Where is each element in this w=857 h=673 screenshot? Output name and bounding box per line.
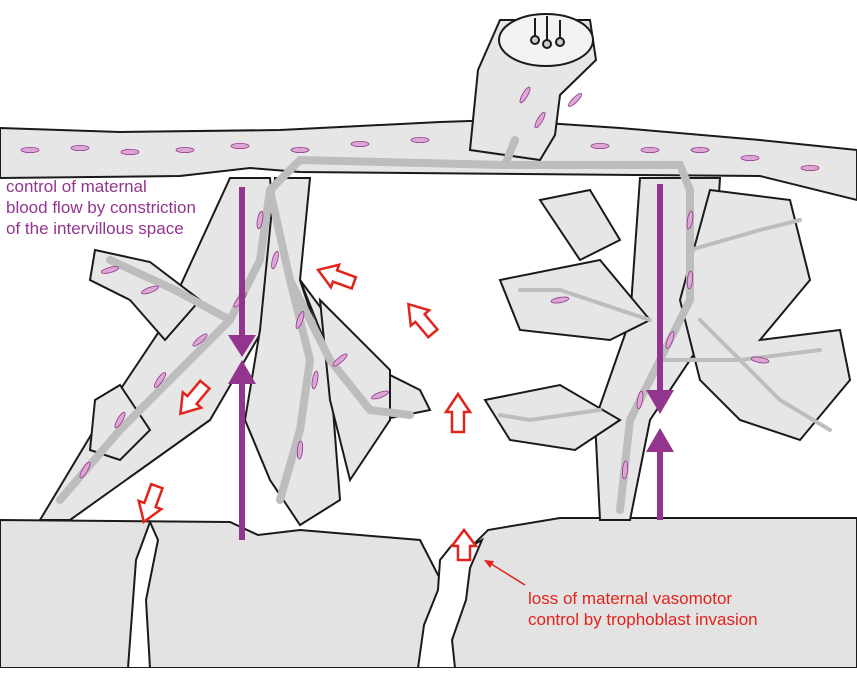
right-branch [500,260,650,340]
stromal-cell [741,155,759,160]
stromal-cell [567,92,583,108]
stromal-cell [641,147,659,152]
stromal-cell [351,141,369,146]
stromal-cell [71,145,89,150]
stromal-cell [231,143,249,148]
right-upper-lobe [540,190,620,260]
stromal-cell [691,147,709,152]
vasomotor-loss-label: loss of maternal vasomotor control by tr… [528,588,758,630]
vasomotor-loss-line-2: control by trophoblast invasion [528,609,758,630]
stromal-cell [591,143,609,148]
stromal-cell [121,149,139,154]
stromal-cell [21,147,39,152]
flow-arrow-icon [446,394,470,432]
maternal-control-line-3: of the intervillous space [6,218,196,239]
maternal-control-label: control of maternal blood flow by constr… [6,176,196,239]
flow-arrow-icon [399,296,442,341]
maternal-control-line-1: control of maternal [6,176,196,197]
stromal-cell [411,137,429,142]
stromal-cell [291,147,309,152]
maternal-control-line-2: blood flow by constriction [6,197,196,218]
umbilical-vessels [531,16,564,48]
stromal-cell [176,147,194,152]
stromal-cell [801,165,819,170]
flow-arrow-icon [133,482,169,526]
flow-arrow-icon [314,259,358,295]
vasomotor-loss-line-1: loss of maternal vasomotor [528,588,758,609]
